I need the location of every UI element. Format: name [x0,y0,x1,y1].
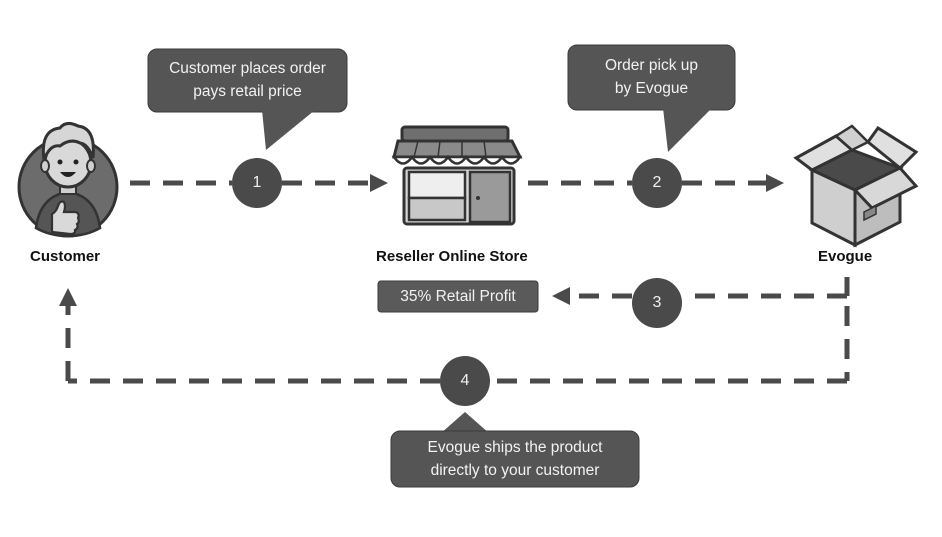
callout-ship-line2: directly to your customer [430,462,600,479]
box-icon [793,124,919,248]
callout-pickup-line1: Order pick up [604,57,699,74]
callout-order-line2: pays retail price [193,83,302,100]
connector-evogue-to-customer [59,288,850,384]
evogue-label: Evogue [818,248,873,265]
step-circle-4 [440,356,490,406]
connector-customer-to-store [130,174,388,192]
customer-label: Customer [30,248,101,265]
connector-evogue-to-store [552,277,850,305]
step-circle-3 [632,278,682,328]
profit-box [377,280,539,313]
step-number-4: 4 [460,372,470,389]
step-number-1: 1 [252,174,262,191]
callout-ship-line1: Evogue ships the product [427,439,603,456]
callout-order-line1: Customer places order [169,60,326,77]
callout-ship-shape [390,412,640,488]
callout-pickup-line2: by Evogue [614,80,689,97]
step-circle-2 [632,158,682,208]
step-number-3: 3 [652,294,662,311]
callout-ship: Evogue ships the product directly to you… [391,436,639,482]
callout-pickup: Order pick up by Evogue [568,54,735,100]
step-number-2: 2 [652,174,662,191]
callout-order: Customer places order pays retail price [148,57,347,103]
store-label: Reseller Online Store [376,248,528,265]
profit-label: 35% Retail Profit [400,288,516,305]
callout-pickup-shape [567,44,736,152]
callout-order-shape [147,48,348,150]
step-circle-1 [232,158,282,208]
customer-avatar-icon [17,121,119,238]
connector-store-to-evogue [528,174,784,192]
store-icon [391,125,523,226]
